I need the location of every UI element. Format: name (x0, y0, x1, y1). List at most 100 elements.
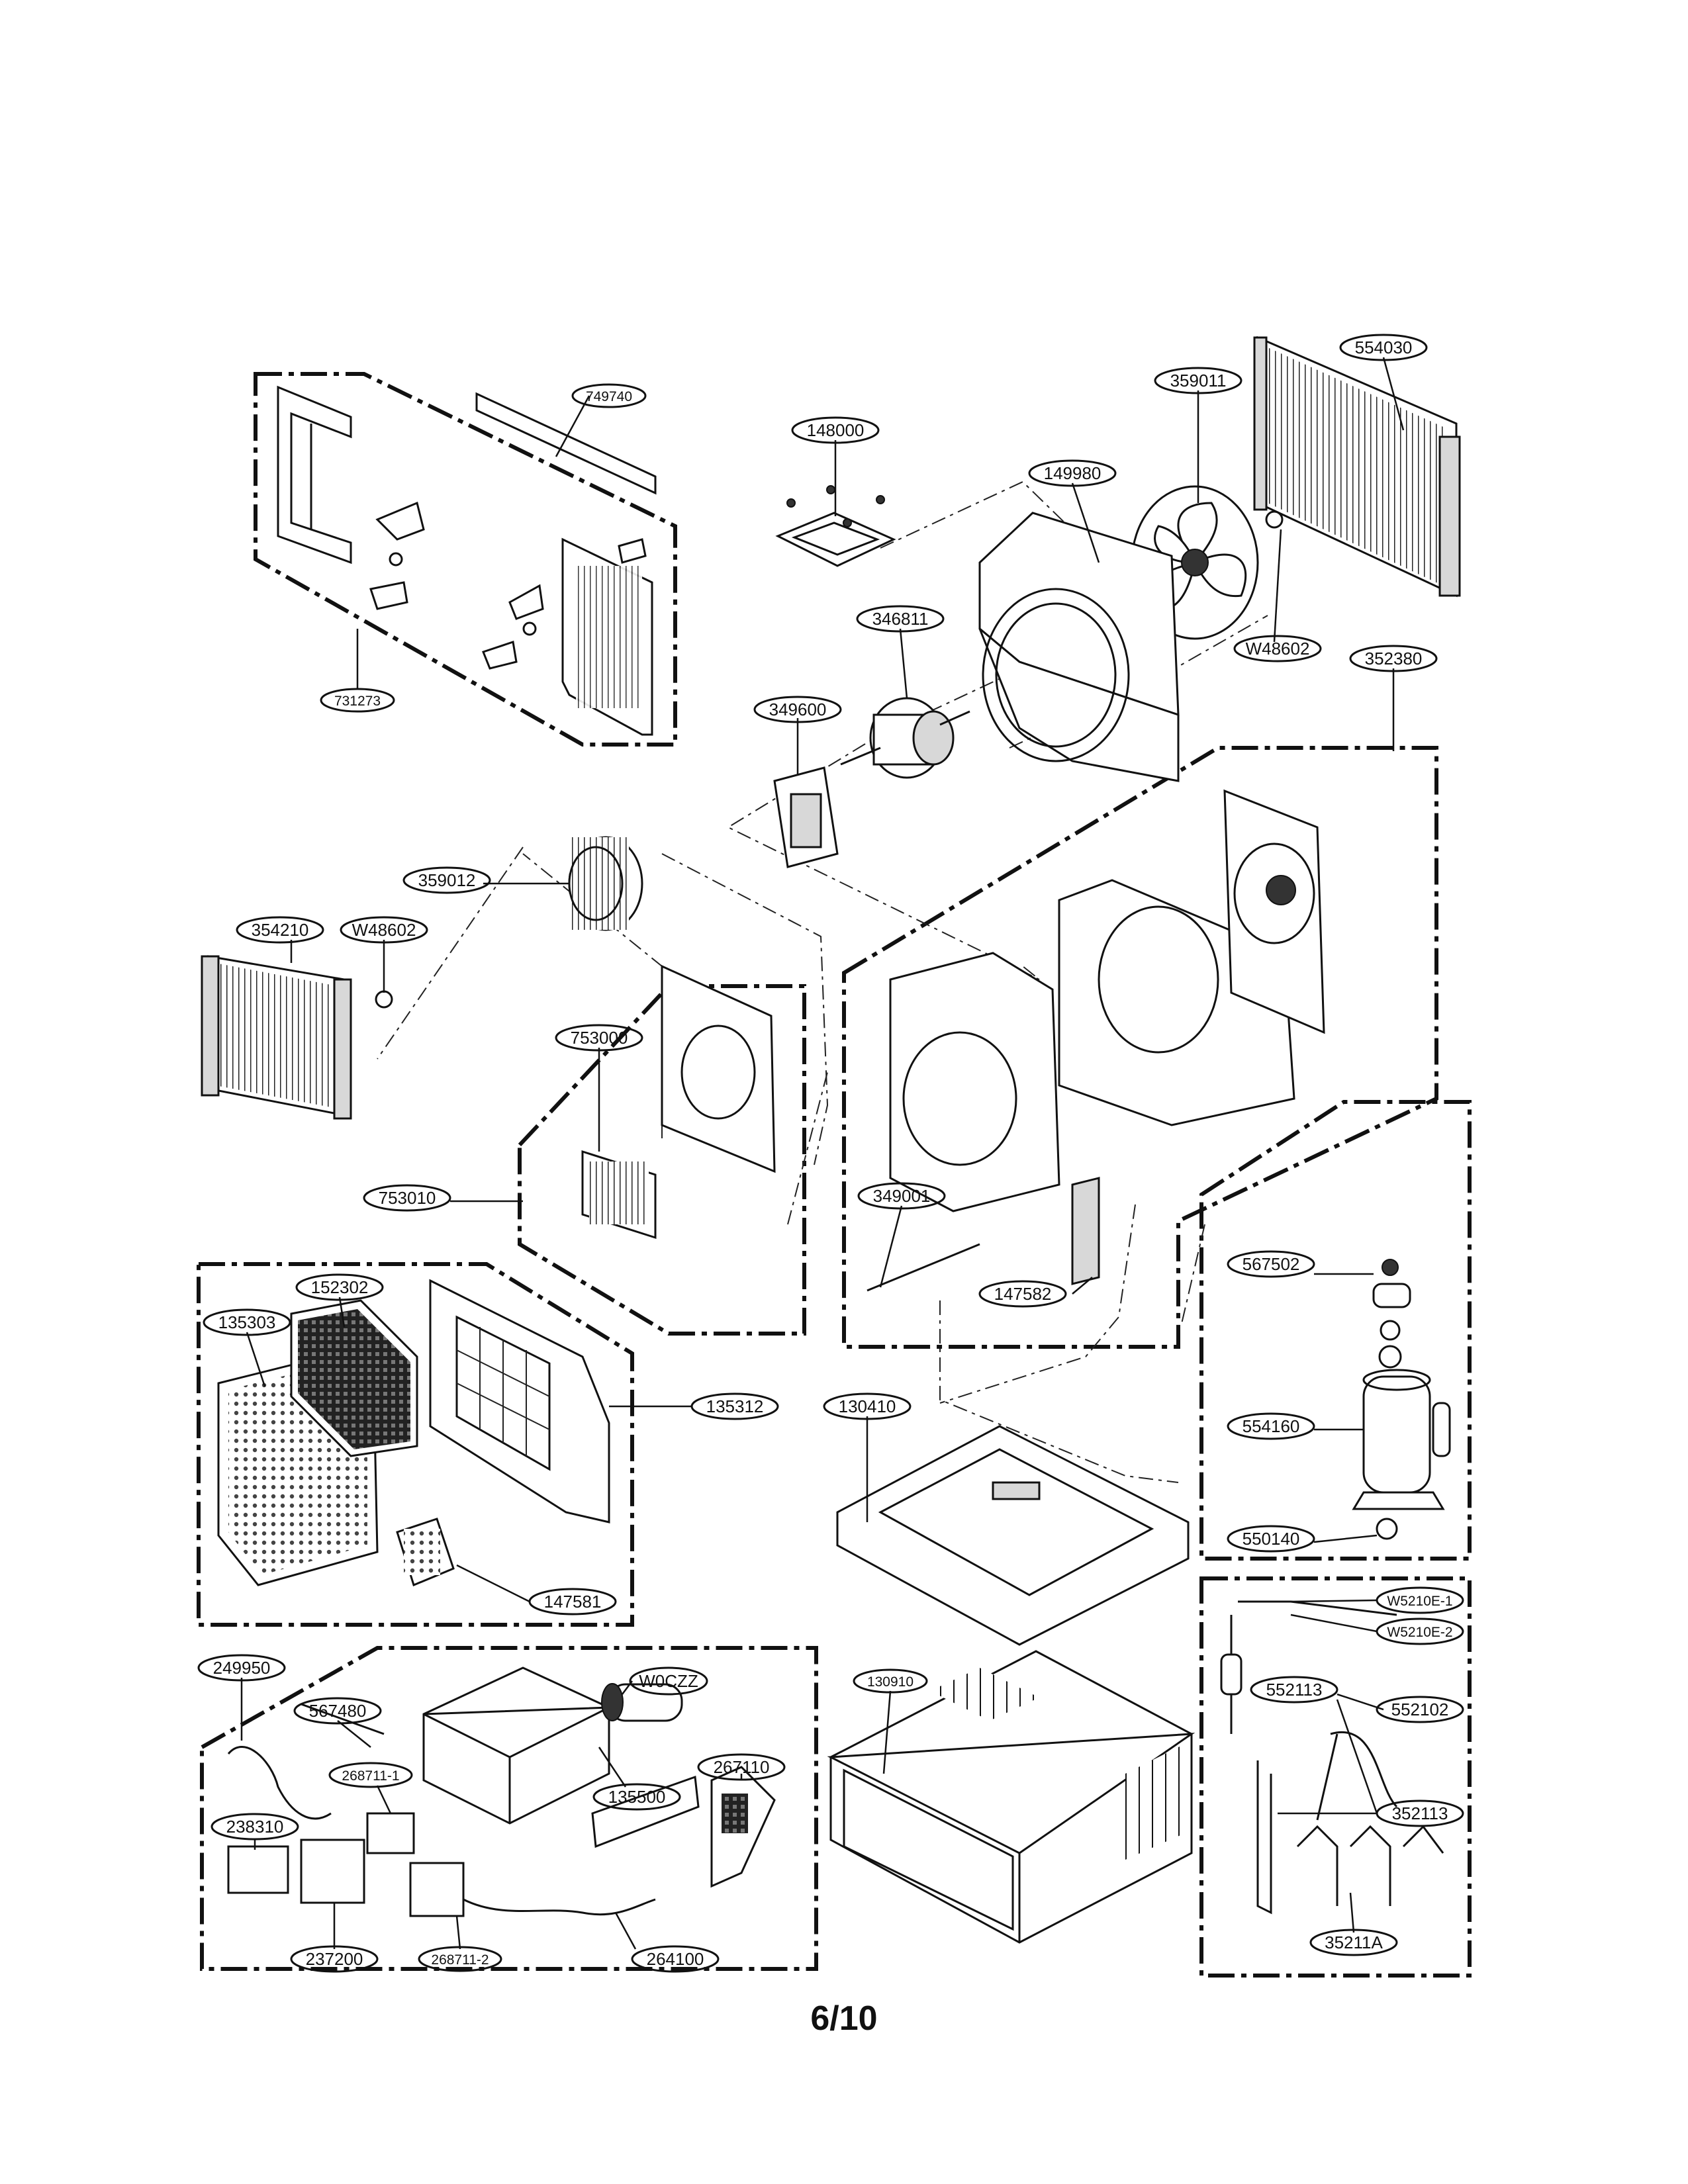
svg-text:749740: 749740 (586, 389, 632, 404)
support-panel (581, 964, 776, 1240)
callout-238310: 238310 (211, 1813, 299, 1841)
refrigerant-tubing (1220, 1600, 1444, 1915)
svg-text:135312: 135312 (706, 1396, 764, 1416)
svg-text:267110: 267110 (714, 1757, 770, 1777)
callout-567480: 567480 (293, 1697, 382, 1725)
callout-352113: 352113 (1376, 1799, 1464, 1827)
svg-text:135500: 135500 (608, 1787, 666, 1807)
fan-motor (840, 697, 970, 779)
svg-text:W48602: W48602 (352, 920, 416, 940)
evaporator-coil (201, 955, 393, 1120)
svg-text:249950: 249950 (213, 1658, 271, 1678)
page-number: 6/10 (810, 1999, 878, 2038)
callout-135312: 135312 (690, 1392, 779, 1420)
svg-text:147581: 147581 (544, 1592, 602, 1612)
svg-text:352380: 352380 (1365, 649, 1423, 668)
air-guide (867, 789, 1325, 1292)
svg-text:753000: 753000 (571, 1028, 628, 1048)
callout-130410: 130410 (823, 1392, 912, 1420)
callout-552113: 552113 (1250, 1676, 1338, 1704)
callout-567502: 567502 (1227, 1250, 1315, 1278)
svg-text:W5210E-1: W5210E-1 (1387, 1594, 1452, 1609)
outer-cabinet (827, 1650, 1196, 1944)
svg-text:268711-1: 268711-1 (342, 1768, 399, 1784)
svg-text:237200: 237200 (306, 1949, 363, 1969)
callout-149980: 149980 (1028, 459, 1117, 487)
svg-text:238310: 238310 (226, 1817, 284, 1837)
svg-text:354210: 354210 (252, 920, 309, 940)
callout-135303: 135303 (203, 1308, 291, 1336)
compressor (1352, 1259, 1451, 1540)
window-kit-parts (277, 385, 657, 736)
svg-text:349600: 349600 (769, 700, 827, 719)
svg-text:552113: 552113 (1266, 1680, 1323, 1700)
svg-text:349001: 349001 (873, 1186, 931, 1206)
group-outline-front-grille (197, 1262, 634, 1627)
svg-text:130410: 130410 (839, 1396, 896, 1416)
callout-349001: 349001 (857, 1182, 946, 1210)
callout-753000: 753000 (555, 1024, 643, 1052)
callout-147582: 147582 (978, 1280, 1067, 1308)
group-outline-cabinet (842, 746, 1438, 1349)
callout-147581: 147581 (528, 1588, 617, 1615)
svg-text:152302: 152302 (311, 1277, 369, 1297)
svg-text:359011: 359011 (1170, 371, 1227, 390)
callout-753010: 753010 (363, 1184, 451, 1212)
svg-text:264100: 264100 (647, 1949, 704, 1969)
callout-359012: 359012 (402, 866, 491, 894)
svg-text:554160: 554160 (1243, 1416, 1300, 1436)
front-grille-parts (217, 1279, 610, 1587)
callout-W0CZZ: W0CZZ (629, 1666, 708, 1696)
svg-text:346811: 346811 (872, 609, 929, 629)
callout-W5210E-1: W5210E-1 (1376, 1586, 1464, 1614)
group-outline-compressor (1199, 1100, 1472, 1561)
callout-354210: 354210 (236, 916, 324, 944)
callout-249950: 249950 (197, 1654, 286, 1682)
callout-152302: 152302 (295, 1273, 384, 1301)
callout-352380: 352380 (1349, 645, 1438, 672)
svg-text:359012: 359012 (418, 870, 476, 890)
fan-shroud (978, 512, 1180, 782)
svg-text:554030: 554030 (1355, 338, 1413, 357)
callout-359011: 359011 (1154, 367, 1243, 394)
callout-130910: 130910 (853, 1668, 928, 1694)
callout-268711-2: 268711-2 (418, 1946, 502, 1972)
callout-731273: 731273 (320, 688, 395, 713)
svg-text:731273: 731273 (334, 694, 381, 709)
svg-text:149980: 149980 (1044, 463, 1102, 483)
leader-lines (240, 357, 1405, 1950)
group-outline-electrical (200, 1646, 818, 1971)
svg-text:753010: 753010 (379, 1188, 436, 1208)
callout-749740: 749740 (571, 383, 647, 408)
callout-267110: 267110 (697, 1753, 786, 1781)
group-outlines (197, 372, 1472, 1978)
svg-text:W0CZZ: W0CZZ (639, 1671, 698, 1691)
svg-text:552102: 552102 (1391, 1700, 1449, 1719)
callout-346811: 346811 (856, 605, 945, 633)
callout-349600: 349600 (753, 696, 842, 723)
callout-554160: 554160 (1227, 1412, 1315, 1440)
blower-wheel (568, 836, 643, 931)
callout-W48602-top: W48602 (1233, 635, 1322, 662)
electrical-parts (227, 1666, 776, 1917)
callout-35211A: 35211A (1309, 1929, 1398, 1956)
callout-W48602-left: W48602 (340, 916, 428, 944)
callout-552102: 552102 (1376, 1696, 1464, 1723)
svg-text:567502: 567502 (1243, 1254, 1300, 1274)
svg-text:W48602: W48602 (1246, 639, 1310, 659)
callout-W5210E-2: W5210E-2 (1376, 1617, 1464, 1645)
svg-text:147582: 147582 (994, 1284, 1052, 1304)
group-outline-tubing (1199, 1576, 1472, 1978)
svg-text:35211A: 35211A (1325, 1933, 1383, 1952)
svg-text:550140: 550140 (1243, 1529, 1300, 1549)
base-pan (836, 1425, 1190, 1646)
callout-237200: 237200 (290, 1945, 379, 1973)
callout-148000: 148000 (791, 416, 880, 444)
callout-554030: 554030 (1339, 334, 1428, 361)
callout-268711-1: 268711-1 (328, 1762, 413, 1788)
callout-550140: 550140 (1227, 1525, 1315, 1553)
callout-264100: 264100 (631, 1945, 720, 1973)
svg-text:130910: 130910 (867, 1674, 914, 1690)
svg-text:W5210E-2: W5210E-2 (1387, 1625, 1452, 1640)
